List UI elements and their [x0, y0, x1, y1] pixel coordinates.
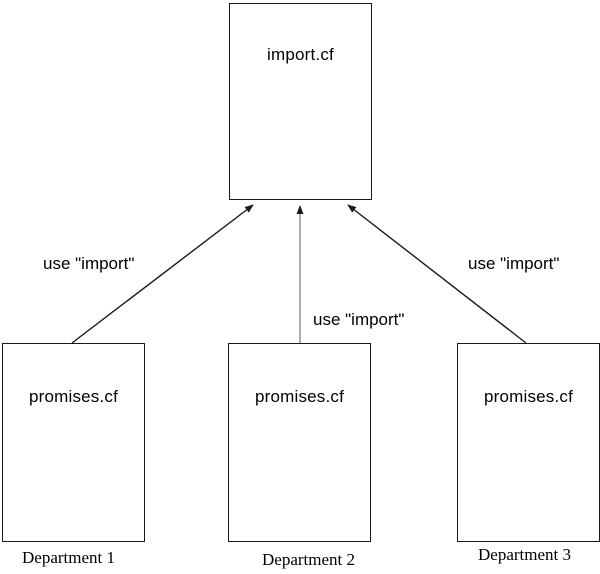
- node-label: promises.cf: [254, 387, 345, 406]
- arrow-dept3-to-import: [347, 204, 527, 344]
- caption-department-3: Department 3: [478, 545, 571, 564]
- edge-label-use-import-dept3: use "import": [468, 254, 560, 273]
- node-promises-cf-dept3: promises.cf: [457, 343, 600, 542]
- caption-department-2: Department 2: [262, 550, 355, 569]
- edge-label-use-import-dept1: use "import": [43, 254, 135, 273]
- node-promises-cf-dept2: promises.cf: [228, 343, 371, 542]
- node-promises-cf-dept1: promises.cf: [2, 343, 145, 542]
- node-label: import.cf: [267, 45, 334, 64]
- node-import-cf: import.cf: [229, 3, 372, 200]
- node-label: promises.cf: [483, 387, 574, 406]
- caption-department-1: Department 1: [22, 548, 115, 567]
- edge-label-use-import-dept2: use "import": [313, 310, 405, 329]
- node-label: promises.cf: [28, 387, 119, 406]
- arrow-dept1-to-import: [71, 204, 254, 344]
